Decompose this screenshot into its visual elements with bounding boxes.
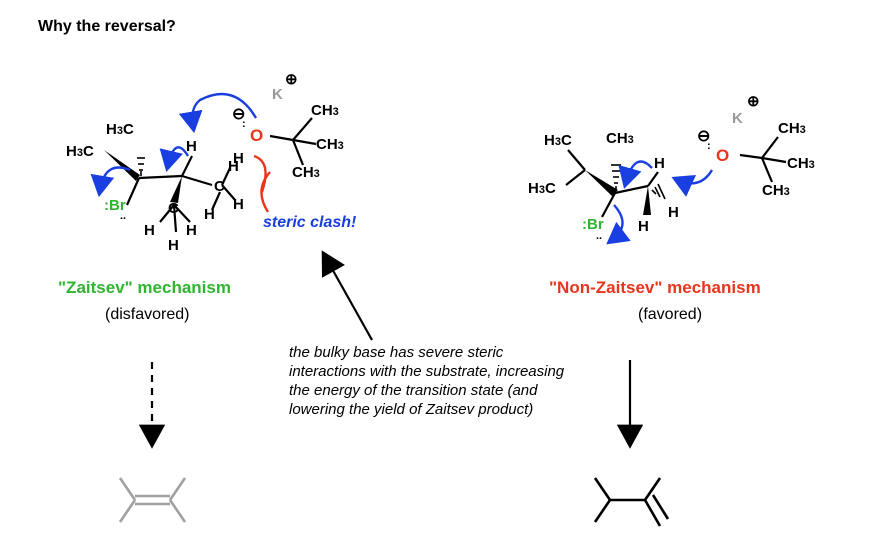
atom-h-abstracted-right: H bbox=[654, 155, 665, 172]
o-lone-pair-left: : bbox=[242, 118, 246, 130]
atom-ch3-top-right: CH3 bbox=[778, 120, 806, 137]
bond-c1-c2 bbox=[138, 174, 183, 180]
atom-c-ch3: C bbox=[168, 200, 179, 217]
k-plus-left: ⊕ bbox=[285, 71, 298, 88]
non-zaitsev-structure bbox=[565, 136, 787, 218]
atom-h3c-left: H3C bbox=[66, 143, 94, 160]
atom-h3c-ipr-top: H3C bbox=[544, 132, 572, 149]
non-zaitsev-product bbox=[593, 477, 670, 527]
zaitsev-product bbox=[118, 477, 187, 523]
non-zaitsev-status: (favored) bbox=[638, 306, 703, 323]
bond-wedge-h3c bbox=[104, 150, 140, 181]
bond-wedge-ipr bbox=[585, 170, 618, 196]
alkoxide-minus-left: ⊖ bbox=[232, 106, 246, 123]
atom-k-left: K bbox=[272, 86, 283, 103]
page-title: Why the reversal? bbox=[38, 18, 176, 35]
atom-ch3-top-left: CH3 bbox=[311, 102, 339, 119]
right-curved-arrows bbox=[606, 160, 714, 245]
non-zaitsev-mechanism-label: "Non-Zaitsev" mechanism bbox=[549, 278, 761, 297]
arrow-o-to-h-right bbox=[671, 169, 714, 197]
bond-wedge-ch3 bbox=[170, 176, 182, 203]
bond-c1-br bbox=[125, 177, 141, 206]
atom-h3c-top: H3C bbox=[106, 121, 134, 138]
atom-ch3-mid-right: CH3 bbox=[787, 155, 815, 172]
arrow-cbr-to-br-right bbox=[606, 204, 631, 245]
atom-ch3-right: CH3 bbox=[606, 130, 634, 147]
steric-clash-arcs bbox=[253, 154, 271, 213]
bond-c2-h bbox=[181, 155, 193, 177]
atom-br-left: :Br bbox=[104, 197, 126, 214]
atom-h3c-ipr-bot: H3C bbox=[528, 180, 556, 197]
arrow-ch-to-cc bbox=[159, 146, 190, 173]
zaitsev-status: (disfavored) bbox=[105, 306, 190, 323]
atom-h-6: H bbox=[233, 196, 244, 213]
alkoxide-minus-right: ⊖ bbox=[697, 128, 711, 145]
atom-k-right: K bbox=[732, 110, 743, 127]
atom-h-5: H bbox=[204, 206, 215, 223]
zaitsev-structure bbox=[104, 117, 317, 233]
atom-h-4: H bbox=[228, 158, 239, 175]
atom-ch3-bot-right: CH3 bbox=[762, 182, 790, 199]
atom-o-left: O bbox=[250, 126, 264, 145]
atom-ch3-bot-left: CH3 bbox=[292, 164, 320, 181]
atom-br-right: :Br bbox=[582, 216, 604, 233]
k-plus-right: ⊕ bbox=[747, 93, 760, 110]
zaitsev-mechanism-label: "Zaitsev" mechanism bbox=[58, 278, 231, 297]
atom-h-3: H bbox=[186, 222, 197, 239]
atom-h-right-1: H bbox=[668, 204, 679, 221]
bond-c2-c3 bbox=[181, 174, 213, 187]
atom-ch3-mid-left: CH3 bbox=[316, 136, 344, 153]
left-curved-arrows bbox=[90, 92, 258, 198]
annotation-arrow bbox=[321, 250, 373, 341]
arrow-o-to-h bbox=[178, 92, 258, 134]
steric-annotation: the bulky base has severe steric interac… bbox=[289, 344, 565, 418]
atom-h-2: H bbox=[168, 237, 179, 254]
atom-o-right: O bbox=[716, 146, 730, 165]
atom-c-ch2: C bbox=[214, 178, 225, 195]
atom-h-abstracted: H bbox=[186, 138, 197, 155]
arrow-ch-to-cc-right bbox=[618, 160, 653, 189]
br-lone-pair-right: .. bbox=[596, 230, 603, 242]
o-lone-pair-right: : bbox=[707, 140, 711, 152]
atom-h-1: H bbox=[144, 222, 155, 239]
br-lone-pair: .. bbox=[120, 210, 127, 222]
atom-h-7: H bbox=[233, 150, 244, 167]
atom-h-right-2: H bbox=[638, 218, 649, 235]
bond-hash-top bbox=[137, 157, 145, 176]
arrow-cbr-to-br bbox=[90, 166, 131, 198]
steric-clash-label: steric clash! bbox=[263, 214, 357, 231]
